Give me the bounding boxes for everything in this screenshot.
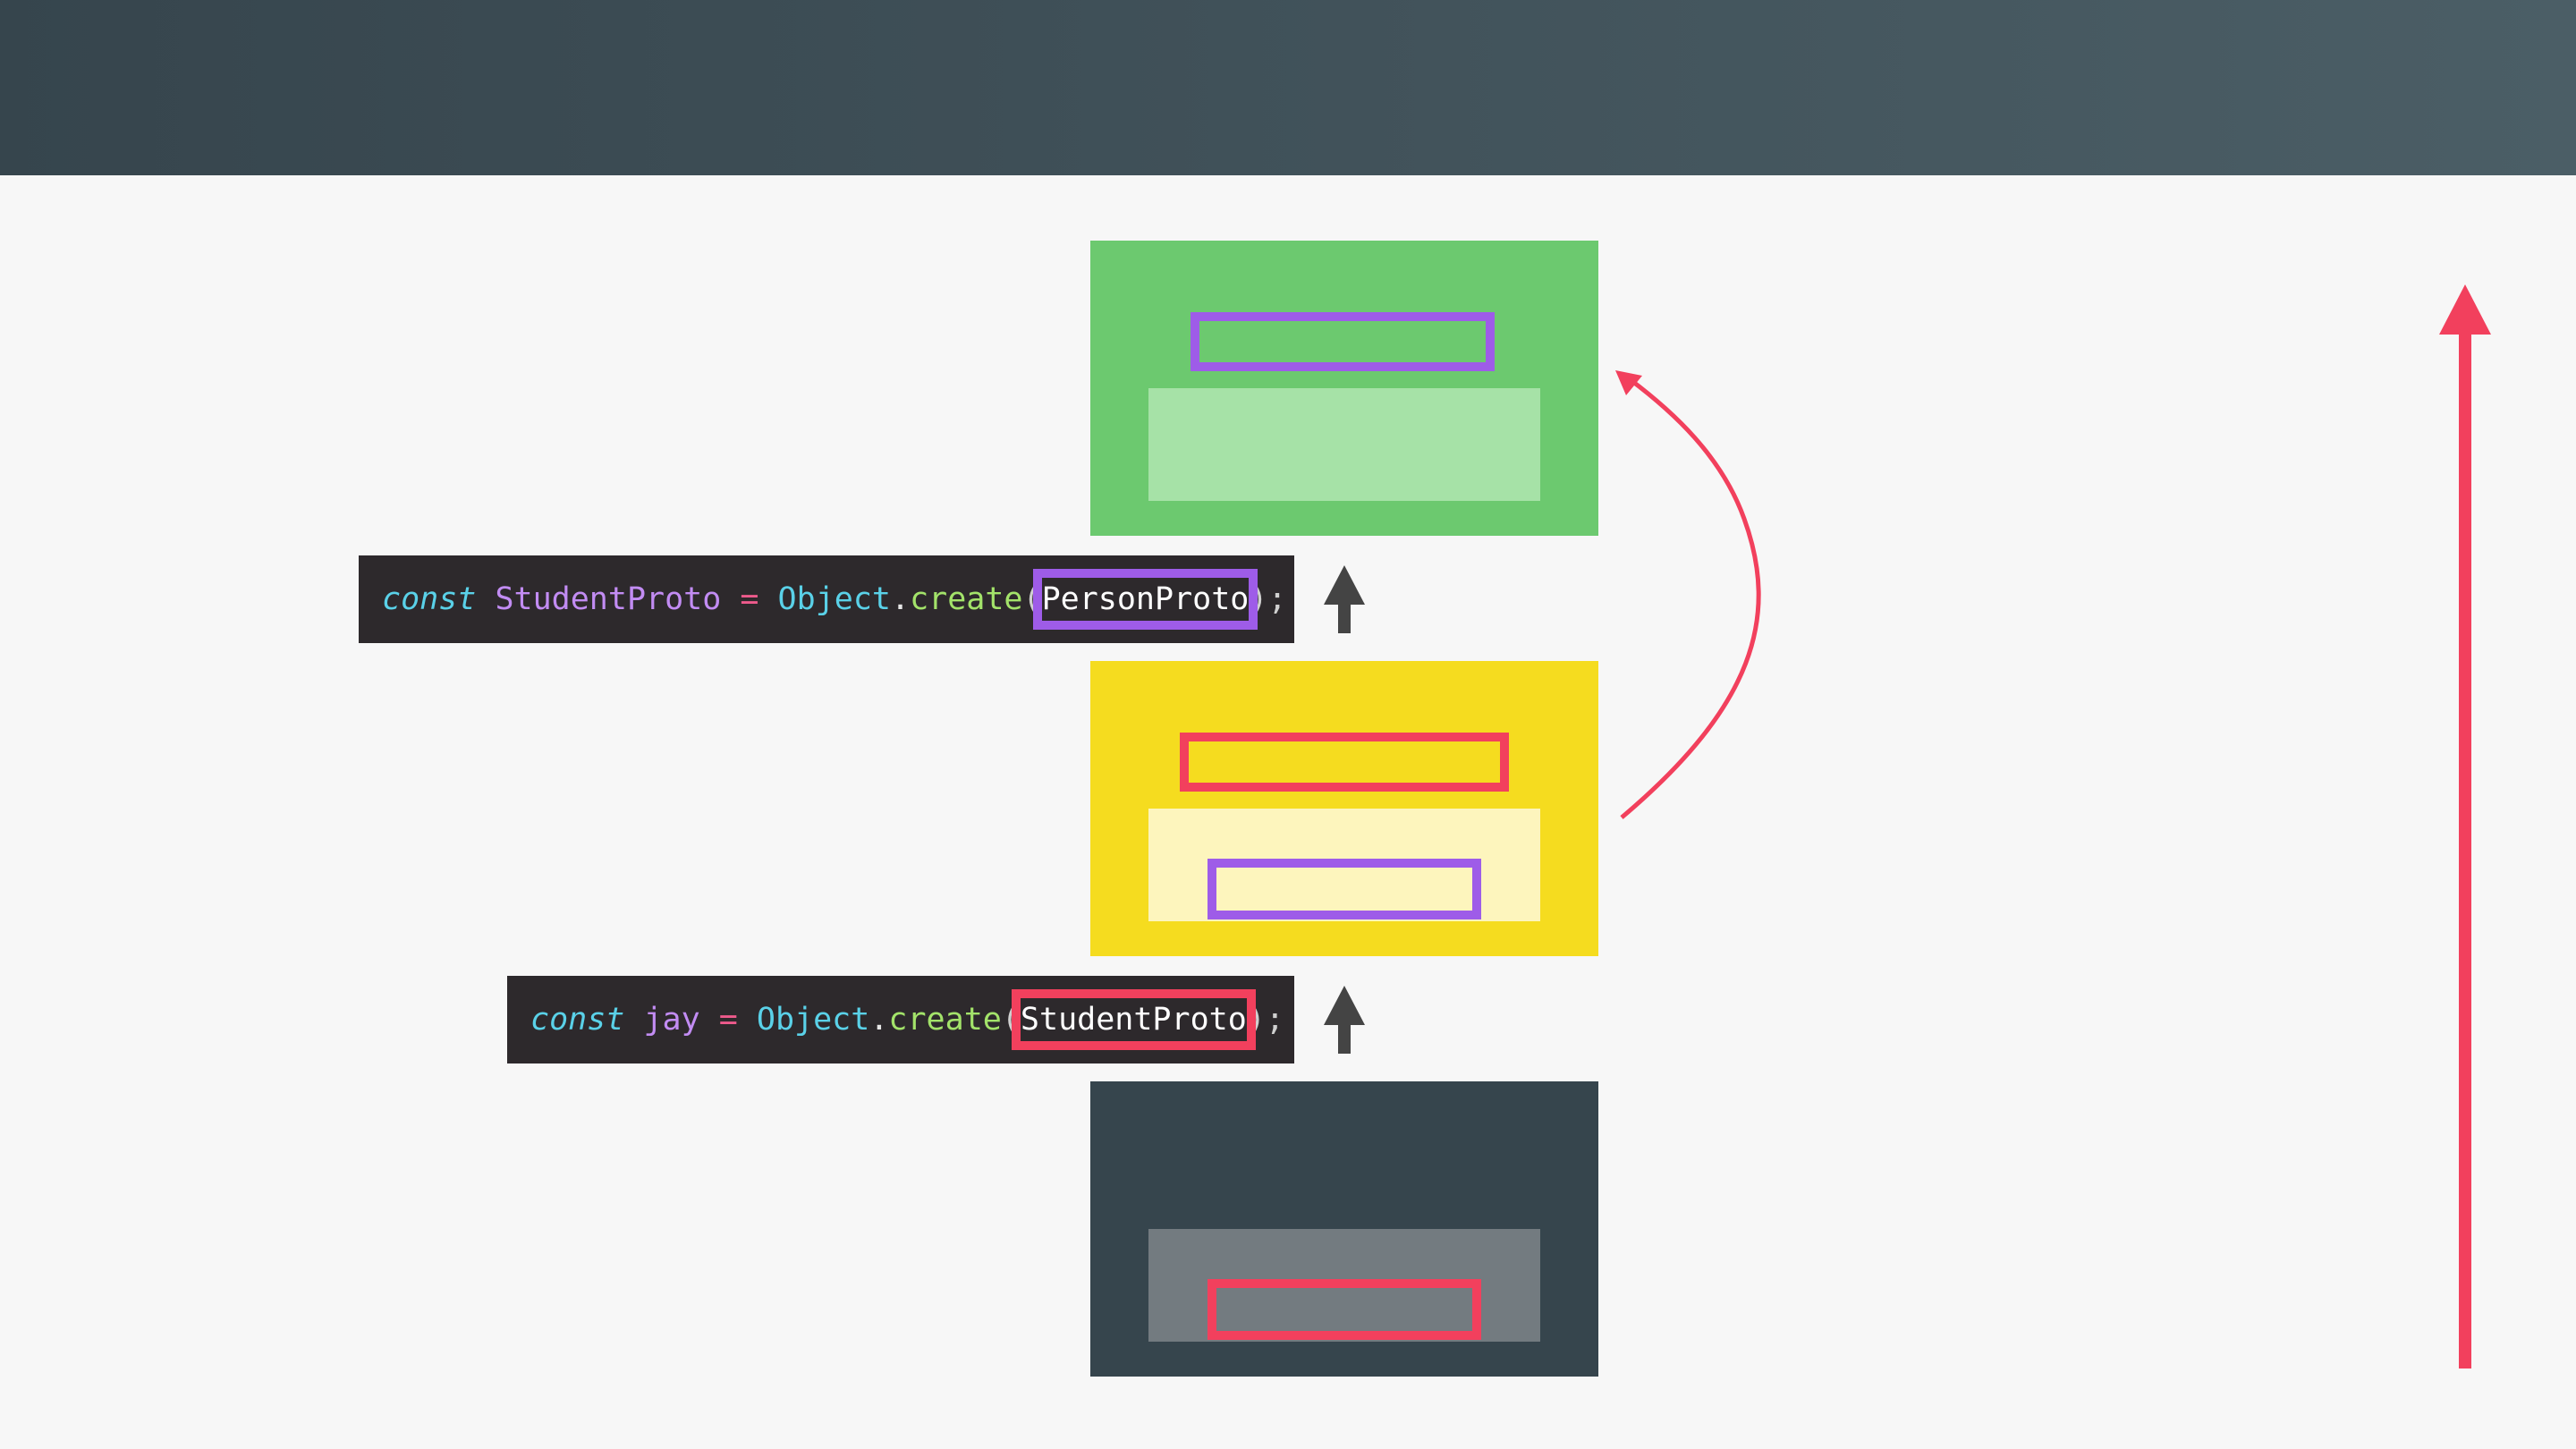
- code-keyword: const: [382, 581, 477, 617]
- code-method: create: [888, 1002, 1002, 1038]
- code-argument-outline: [1032, 569, 1258, 630]
- code-argument-outline: [1011, 989, 1256, 1050]
- code-dot: .: [890, 581, 911, 617]
- code-argument: StudentProto: [1011, 989, 1256, 1050]
- jay-prototype-outline: [1208, 1279, 1481, 1340]
- code-semicolon: ;: [1267, 581, 1287, 617]
- prototype-arrow-jay-to-student: [1324, 986, 1365, 1054]
- header-bar: [0, 0, 2576, 175]
- code-line-jay: const jay = Object.create(StudentProto);: [507, 976, 1294, 1063]
- code-dot: .: [869, 1002, 889, 1038]
- person-proto-object: [1090, 241, 1598, 536]
- code-object: Object: [777, 581, 891, 617]
- student-proto-prototype-outline: [1208, 859, 1481, 919]
- student-proto-method-outline: [1180, 733, 1509, 792]
- code-argument: PersonProto: [1032, 569, 1258, 630]
- student-proto-object: [1090, 661, 1598, 956]
- prototype-arrow-student-to-person: [1324, 565, 1365, 633]
- code-argument-text: PersonProto: [1041, 581, 1250, 617]
- person-proto-method-outline: [1191, 312, 1495, 371]
- person-proto-inner-box: [1148, 388, 1540, 501]
- code-variable: jay: [643, 1002, 700, 1038]
- jay-object: [1090, 1081, 1598, 1377]
- jay-inner-box: [1148, 1229, 1540, 1342]
- code-variable: StudentProto: [495, 581, 722, 617]
- curved-inheritance-arrow: [1615, 370, 1761, 819]
- code-keyword: const: [530, 1002, 625, 1038]
- code-method: create: [910, 581, 1023, 617]
- code-operator: =: [740, 581, 759, 617]
- code-object: Object: [756, 1002, 870, 1038]
- student-proto-inner-box: [1148, 809, 1540, 921]
- code-semicolon: ;: [1265, 1002, 1284, 1038]
- code-argument-text: StudentProto: [1020, 1002, 1247, 1038]
- code-line-student-proto: const StudentProto = Object.create(Perso…: [359, 555, 1294, 643]
- code-operator: =: [718, 1002, 738, 1038]
- prototype-chain-arrow: [2439, 284, 2491, 1368]
